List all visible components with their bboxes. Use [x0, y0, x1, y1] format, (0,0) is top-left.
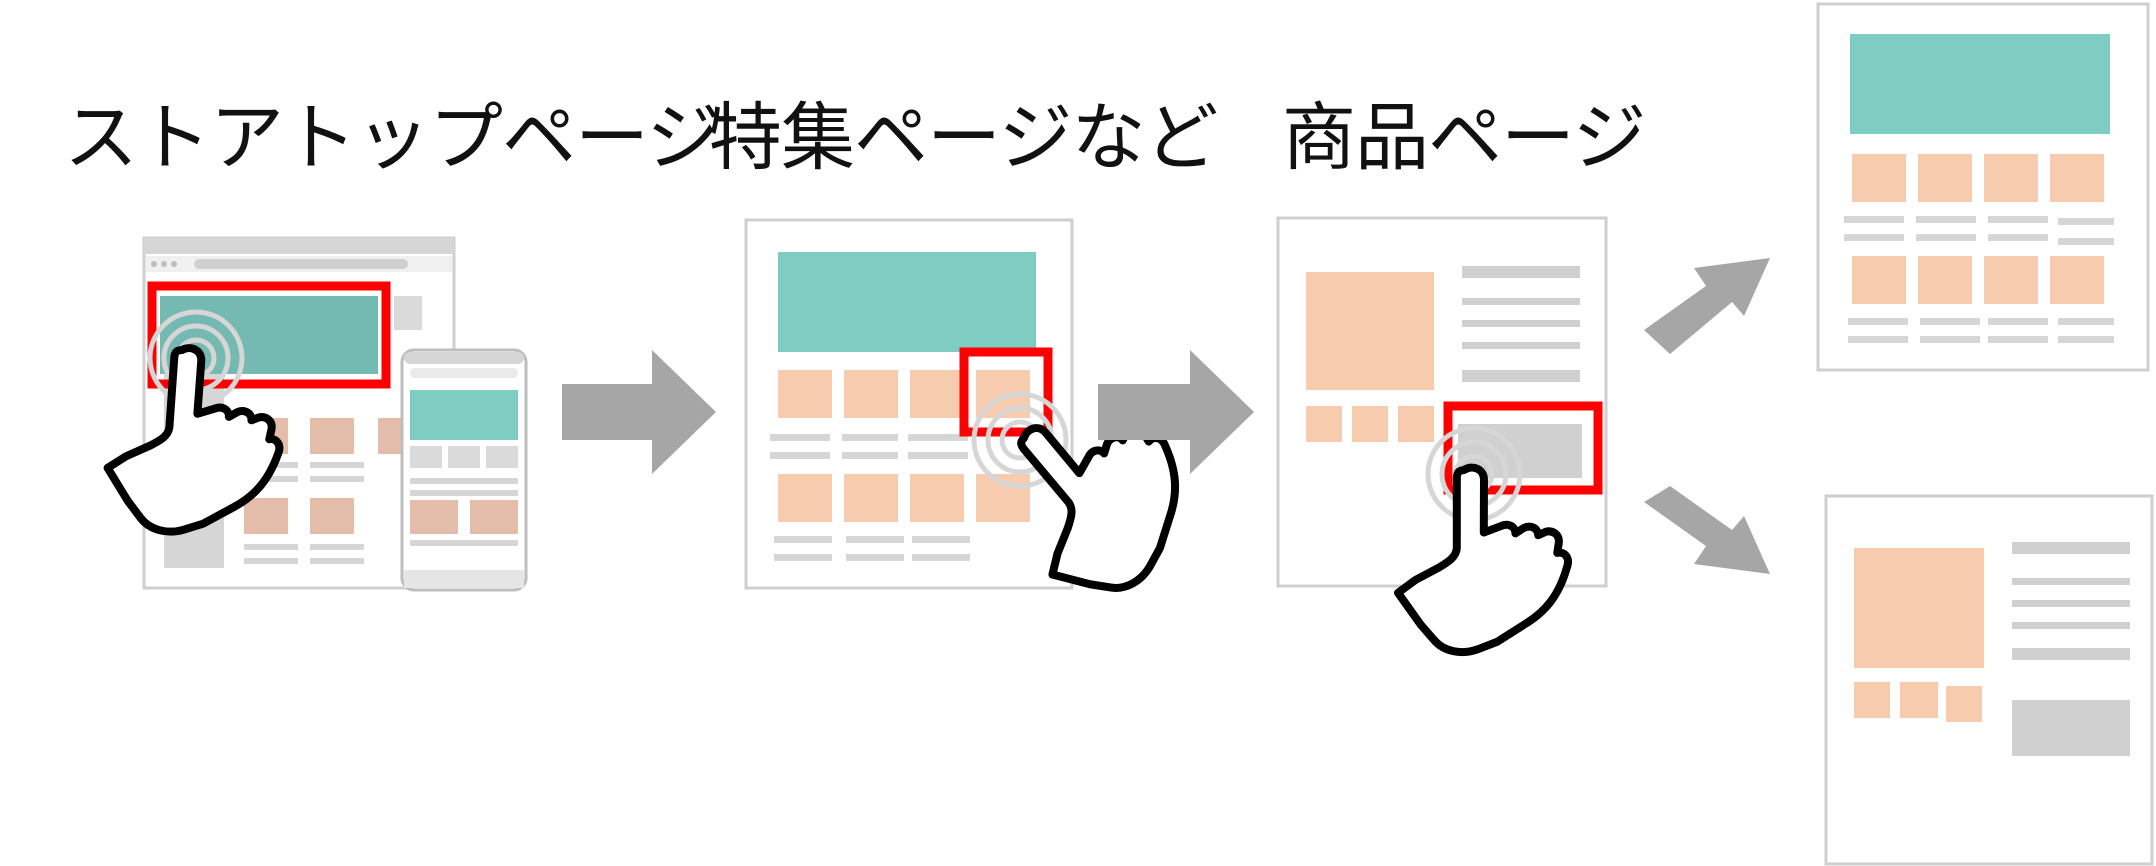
arrow-right-icon — [562, 350, 716, 474]
product-page-illustration — [1276, 216, 1608, 678]
mobile-phone-mockup — [400, 348, 528, 592]
store-top-illustration — [93, 236, 528, 592]
arrow-up-right-icon — [1644, 258, 1770, 354]
arrow-right-icon — [1098, 350, 1254, 474]
result-page-list — [1816, 2, 2150, 372]
highlight-box-cart-button — [1443, 401, 1603, 495]
step-title-store-top: ストアトップページ — [64, 95, 721, 181]
highlight-box-hero-banner — [147, 281, 391, 389]
result-page-product — [1824, 494, 2154, 866]
step-title-product-page: 商品ページ — [1282, 95, 1647, 181]
step-title-feature-page: 特集ページなど — [708, 95, 1219, 181]
feature-page-illustration — [744, 218, 1206, 609]
arrow-down-right-icon — [1644, 486, 1770, 574]
